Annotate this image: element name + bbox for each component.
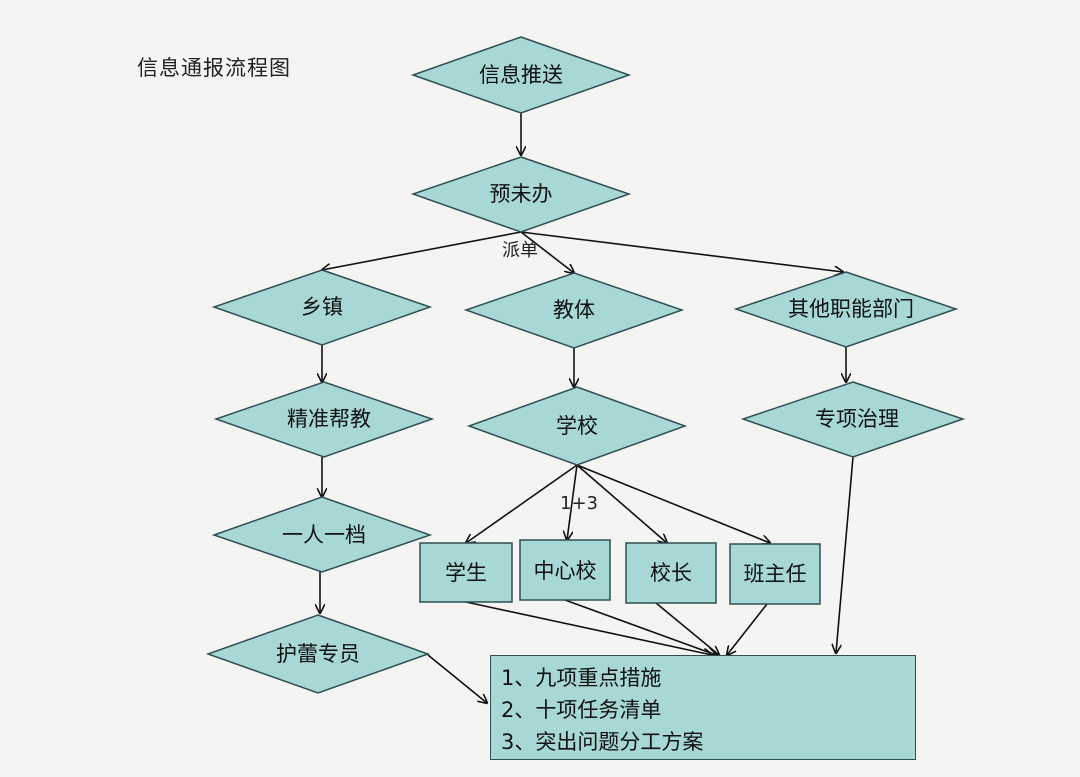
- node-file-label: 一人一档: [282, 523, 366, 547]
- node-precise-label: 精准帮教: [287, 407, 371, 431]
- edge-teacher-result: [727, 603, 768, 655]
- edge-pre-edu: [520, 231, 574, 273]
- node-pre-label: 预未办: [490, 182, 553, 206]
- node-edu-label: 教体: [553, 298, 595, 322]
- node-file: 一人一档: [211, 496, 433, 573]
- edge-label-one-plus-three: 1+3: [560, 493, 598, 514]
- node-push: 信息推送: [410, 36, 632, 114]
- edge-guard-result: [427, 654, 487, 703]
- node-special: 专项治理: [740, 381, 966, 458]
- edge-center-result: [564, 599, 716, 655]
- node-guard-label: 护蕾专员: [276, 642, 360, 666]
- edge-pre-other: [520, 231, 843, 272]
- edges: [320, 112, 854, 703]
- edge-school-teacher: [576, 464, 770, 543]
- node-center-label: 中心校: [534, 559, 597, 583]
- node-other-label: 其他职能部门: [788, 297, 914, 321]
- node-other: 其他职能部门: [733, 271, 959, 348]
- node-school-label: 学校: [556, 414, 598, 438]
- edge-school-center: [567, 464, 578, 540]
- diagram-title: 信息通报流程图: [137, 56, 291, 80]
- node-pre: 预未办: [410, 156, 632, 233]
- node-school: 学校: [466, 386, 688, 466]
- node-precise: 精准帮教: [213, 381, 435, 458]
- node-edu: 教体: [463, 272, 685, 349]
- node-town: 乡镇: [211, 269, 433, 346]
- result-line-3: 3、突出问题分工方案: [501, 730, 704, 754]
- node-student: 学生: [419, 542, 513, 603]
- node-push-label: 信息推送: [479, 63, 563, 87]
- node-teacher-label: 班主任: [744, 562, 807, 586]
- result-box: 1、九项重点措施 2、十项任务清单 3、突出问题分工方案: [490, 655, 916, 760]
- node-principal: 校长: [625, 542, 717, 604]
- edge-pre-town: [322, 231, 522, 270]
- edge-label-dispatch: 派单: [502, 240, 538, 261]
- edge-school-principal: [576, 464, 667, 543]
- result-line-1: 1、九项重点措施: [501, 666, 662, 690]
- edge-principal-result: [655, 602, 719, 655]
- node-student-label: 学生: [445, 561, 487, 585]
- node-principal-label: 校长: [650, 561, 692, 585]
- result-line-2: 2、十项任务清单: [501, 698, 662, 722]
- node-guard: 护蕾专员: [205, 614, 431, 694]
- edge-school-student: [466, 464, 578, 543]
- node-center: 中心校: [519, 539, 611, 601]
- node-special-label: 专项治理: [815, 407, 899, 431]
- node-teacher: 班主任: [729, 543, 821, 605]
- node-town-label: 乡镇: [301, 295, 343, 319]
- edge-student-result: [465, 601, 712, 655]
- edge-special-result: [836, 456, 854, 653]
